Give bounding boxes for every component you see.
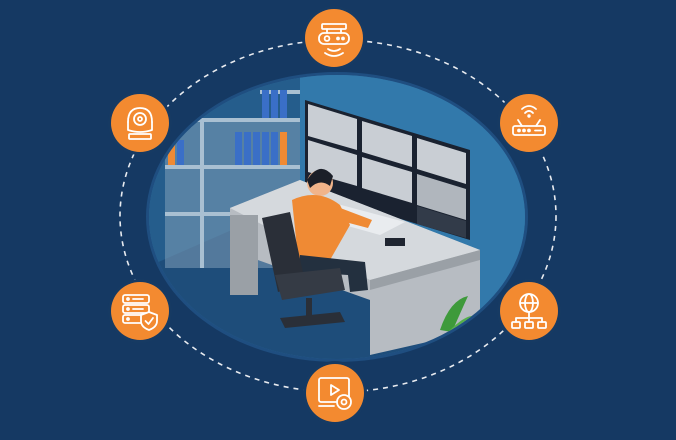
operator-figure (292, 168, 372, 292)
office-chair (262, 212, 345, 328)
video-player-node[interactable] (306, 364, 364, 422)
wifi-router-node[interactable] (500, 94, 558, 152)
network-globe-icon (511, 293, 547, 329)
ceiling-camera-icon (318, 23, 350, 57)
room-scene (149, 75, 525, 359)
ceiling-camera-node[interactable] (305, 9, 363, 67)
video-player-icon (318, 377, 352, 410)
network-globe-node[interactable] (500, 282, 558, 340)
wifi-router-icon (512, 105, 546, 136)
dome-camera-node[interactable] (111, 94, 169, 152)
secure-server-node[interactable] (111, 282, 169, 340)
secure-server-icon (122, 294, 158, 331)
dome-camera-icon (127, 107, 153, 140)
monitor-wall (305, 100, 470, 240)
